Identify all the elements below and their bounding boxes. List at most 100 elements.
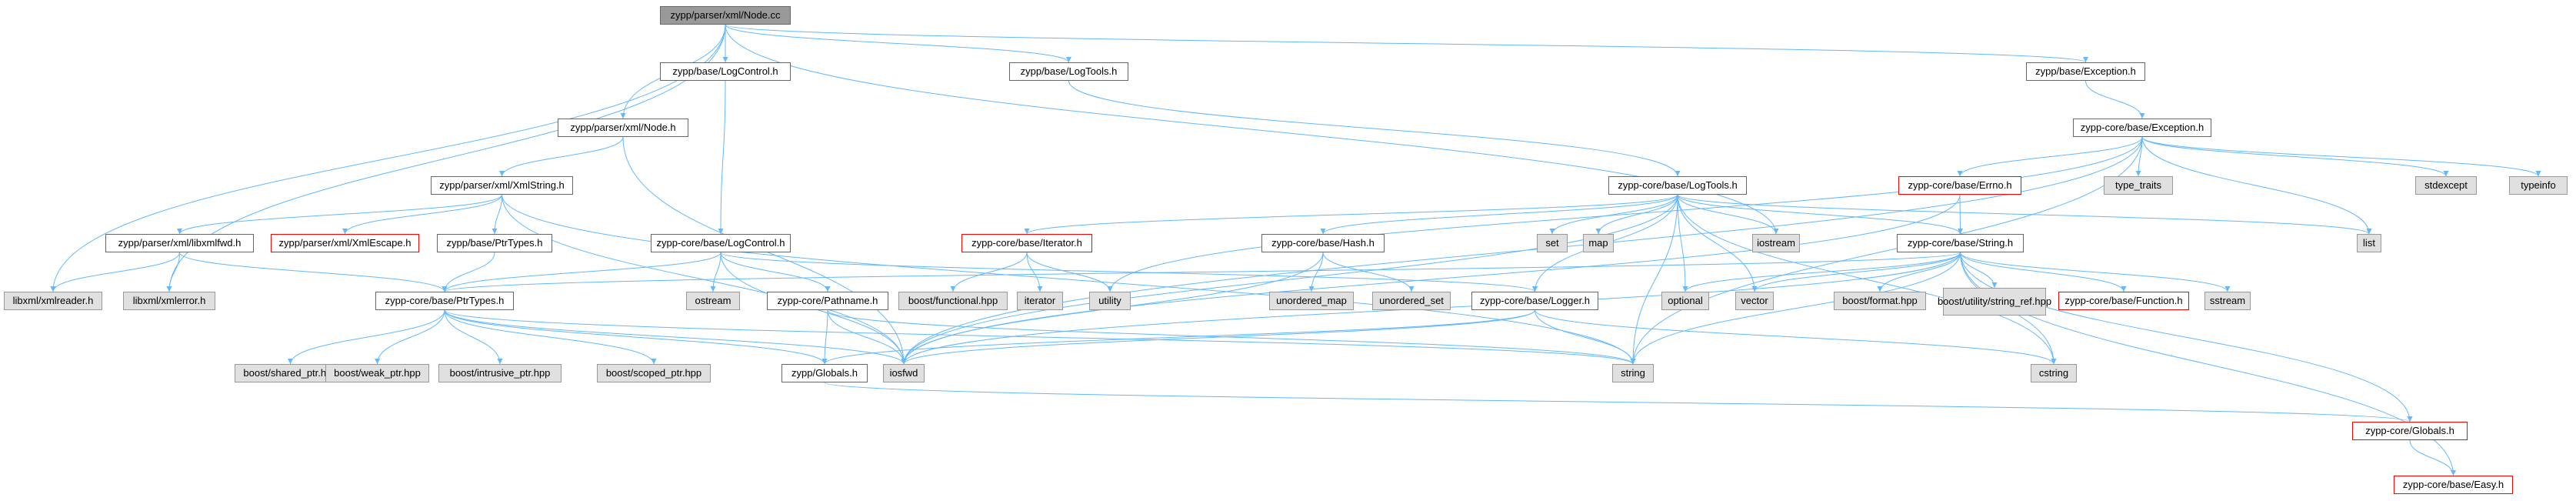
edge-core_exception-to-string: [1630, 136, 2143, 365]
edge-core_logtools-to-map: [1595, 194, 1678, 235]
node-core-globals[interactable]: zypp-core/Globals.h: [2352, 422, 2468, 440]
edge-xmlstring-to-xmlescape: [342, 194, 502, 235]
node-root: zypp/parser/xml/Node.cc: [660, 6, 791, 25]
edge-core_exception-to-list: [2141, 136, 2372, 235]
node-cstring: cstring: [2031, 364, 2077, 382]
edge-core_string-to-vector: [1751, 252, 1961, 292]
node-hash[interactable]: zypp-core/base/Hash.h: [1261, 234, 1385, 252]
node-list: list: [2357, 234, 2381, 252]
node-boost-weak-ptr: boost/weak_ptr.hpp: [325, 364, 429, 382]
edge-root-to-exception: [725, 24, 2088, 63]
edge-base_ptrtypes-to-core_ptrtypes: [442, 252, 495, 292]
node-globals-h[interactable]: zypp/Globals.h: [781, 364, 868, 382]
edge-libxmlfwd-to-libxmlreader: [50, 252, 180, 292]
node-vector: vector: [1735, 292, 1774, 310]
edge-core_string-to-sstream: [1960, 252, 2231, 292]
edge-hash-to-unordered_set: [1322, 252, 1415, 292]
node-iterator: iterator: [1017, 292, 1063, 310]
edge-iterator_h-to-boost_functional: [950, 252, 1028, 292]
node-core-ptrtypes[interactable]: zypp-core/base/PtrTypes.h: [375, 292, 514, 310]
edge-logger-to-cstring: [1535, 309, 2057, 365]
node-xmlescape[interactable]: zypp/parser/xml/XmlEscape.h: [271, 234, 419, 252]
node-libxmlfwd[interactable]: zypp/parser/xml/libxmlfwd.h: [105, 234, 254, 252]
edge-logtools-to-core_logtools: [1068, 80, 1681, 177]
edge-core_logtools-to-vector: [1677, 194, 1758, 292]
edge-core_ptrtypes-to-globals_h: [444, 309, 828, 365]
edge-logger-to-iosfwd: [901, 309, 1535, 365]
node-boost-format: boost/format.hpp: [1834, 292, 1926, 310]
edge-core_ptrtypes-to-iosfwd: [444, 309, 907, 365]
edge-xmlstring-to-string: [502, 194, 1636, 365]
node-exception[interactable]: zypp/base/Exception.h: [2026, 62, 2145, 81]
edge-root-to-logtools: [725, 24, 1071, 63]
edge-core_string-to-function: [1960, 252, 2127, 292]
node-core-string[interactable]: zypp-core/base/String.h: [1897, 234, 2024, 252]
node-function[interactable]: zypp-core/base/Function.h: [2058, 292, 2189, 310]
edge-core_logcontrol-to-logger: [720, 252, 1538, 292]
node-node-h[interactable]: zypp/parser/xml/Node.h: [558, 119, 688, 137]
node-typeinfo: typeinfo: [2509, 176, 2568, 195]
edge-core_exception-to-stdexcept: [2141, 136, 2449, 177]
node-xmlstring[interactable]: zypp/parser/xml/XmlString.h: [431, 176, 573, 195]
edge-core_logtools-to-iostream: [1677, 194, 1779, 235]
edge-core_logtools-to-iosfwd: [901, 194, 1678, 365]
edge-core_exception-to-utility: [1107, 136, 2143, 292]
node-iterator-h[interactable]: zypp-core/base/Iterator.h: [961, 234, 1092, 252]
node-easy[interactable]: zypp-core/base/Easy.h: [2394, 476, 2513, 494]
edge-core_logcontrol-to-ostream: [710, 252, 721, 292]
node-errno[interactable]: zypp-core/base/Errno.h: [1898, 176, 2021, 195]
edge-pathname-to-iosfwd: [827, 309, 907, 365]
edge-root-to-iostream: [725, 24, 1779, 235]
node-base-ptrtypes[interactable]: zypp/base/PtrTypes.h: [437, 234, 552, 252]
edge-core_logtools-to-core_string: [1677, 194, 1963, 235]
node-unordered-set: unordered_set: [1372, 292, 1451, 310]
node-iosfwd: iosfwd: [883, 364, 925, 382]
node-stdexcept: stdexcept: [2415, 176, 2477, 195]
edge-core_string-to-string: [1630, 252, 1961, 365]
edge-core_ptrtypes-to-boost_intrusive: [444, 309, 503, 365]
edge-core_logtools-to-hash: [1320, 194, 1678, 235]
edge-globals_h-to-core_globals: [824, 382, 2412, 423]
edge-core_logtools-to-iterator_h: [1024, 194, 1678, 235]
edge-core_exception-to-typeinfo: [2141, 136, 2541, 177]
node-core-logcontrol[interactable]: zypp-core/base/LogControl.h: [651, 234, 791, 252]
node-string: string: [1612, 364, 1654, 382]
node-unordered-map: unordered_map: [1269, 292, 1354, 310]
node-set: set: [1537, 234, 1568, 252]
node-core-exception[interactable]: zypp-core/base/Exception.h: [2073, 119, 2211, 137]
node-boost-intrusive-ptr: boost/intrusive_ptr.hpp: [438, 364, 562, 382]
edge-logcontrol-to-core_logcontrol: [718, 80, 726, 235]
edge-core_ptrtypes-to-boost_weak: [375, 309, 445, 365]
node-libxmlerror: libxml/xmlerror.h: [123, 292, 215, 310]
edge-core_logtools-to-list: [1677, 194, 2372, 235]
edge-xmlstring-to-base_ptrtypes: [492, 194, 502, 235]
edge-core_exception-to-errno: [1957, 136, 2143, 177]
edge-core_logtools-to-set: [1549, 194, 1678, 235]
node-iostream: iostream: [1752, 234, 1800, 252]
edge-core_logcontrol-to-pathname: [720, 252, 831, 292]
edge-iterator_h-to-utility: [1026, 252, 1113, 292]
node-boost-functional: boost/functional.hpp: [898, 292, 1008, 310]
edge-exception-to-core_exception: [2085, 80, 2145, 119]
edge-core_string-to-boost_string_ref: [1960, 252, 1998, 289]
edge-core_string-to-core_globals: [1960, 252, 2413, 423]
edge-core_ptrtypes-to-string: [444, 309, 1636, 365]
edge-pathname-to-globals_h: [821, 309, 828, 365]
node-logger[interactable]: zypp-core/base/Logger.h: [1471, 292, 1598, 310]
node-logtools[interactable]: zypp/base/LogTools.h: [1009, 62, 1128, 81]
node-utility: utility: [1089, 292, 1131, 310]
edge-pathname-to-string: [827, 309, 1636, 365]
node-logcontrol[interactable]: zypp/base/LogControl.h: [660, 62, 791, 81]
edge-core_logcontrol-to-core_ptrtypes: [442, 252, 721, 292]
node-pathname[interactable]: zypp-core/Pathname.h: [767, 292, 888, 310]
node-core-logtools[interactable]: zypp-core/base/LogTools.h: [1608, 176, 1747, 195]
edge-core_ptrtypes-to-boost_scoped: [444, 309, 657, 365]
node-sstream: sstream: [2204, 292, 2251, 310]
edge-core_string-to-core_ptrtypes: [442, 252, 1961, 292]
node-map: map: [1583, 234, 1614, 252]
node-ostream: ostream: [686, 292, 740, 310]
edge-hash-to-unordered_map: [1308, 252, 1324, 292]
edge-logger-to-globals_h: [821, 309, 1535, 365]
edge-errno-to-core_string: [1957, 194, 1963, 235]
